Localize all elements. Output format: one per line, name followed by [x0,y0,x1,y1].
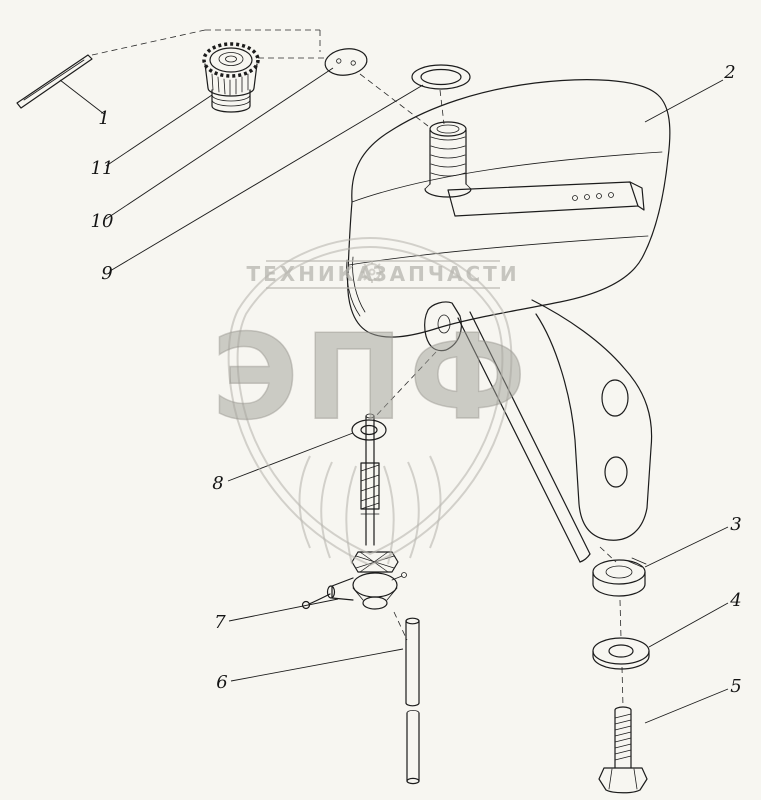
part-10-gasket [324,48,368,76]
gear-icon [361,261,383,283]
watermark-text-left: ТЕХНИКА [246,262,375,286]
label-part-10: 10 [91,211,114,232]
label-part-5: 5 [730,676,741,697]
label-part-8: 8 [212,473,223,494]
part-2-reservoir-tank [346,79,671,352]
part-3-spring-washer [592,557,647,597]
label-part-7: 7 [214,612,226,633]
watermark-text-right: ЗАПЧАСТИ [372,262,519,286]
part-labels: 1 11 10 9 2 8 7 6 3 4 5 [91,62,742,697]
watermark-shield-outer [227,236,513,567]
label-part-2: 2 [723,62,735,83]
part-6-tube [405,617,420,785]
watermark: ТЕХНИКА ЗАПЧАСТИ ЭПФ [211,236,532,567]
label-part-6: 6 [216,672,227,693]
watermark-wheat [298,455,442,565]
part-1-dipstick [16,54,93,109]
label-part-1: 1 [98,108,109,129]
label-part-9: 9 [101,263,112,284]
label-part-3: 3 [730,514,741,535]
watermark-shield-inner [236,245,504,556]
part-8-washer [351,419,387,441]
watermark-logo: ЭПФ [212,308,532,446]
label-part-11: 11 [91,158,114,179]
mounting-strip [447,181,645,217]
part-7-drain-cock [301,413,407,610]
construction-lines [91,29,624,708]
part-9-ring [411,64,471,90]
outlet-boss [424,301,462,352]
support-bracket [457,299,653,563]
part-4-flat-washer [592,637,650,670]
leader-lines [59,67,729,724]
part-5-bolt [598,706,648,794]
filler-neck [424,121,472,198]
part-11-filler-cap [202,42,260,113]
label-part-4: 4 [729,590,741,611]
